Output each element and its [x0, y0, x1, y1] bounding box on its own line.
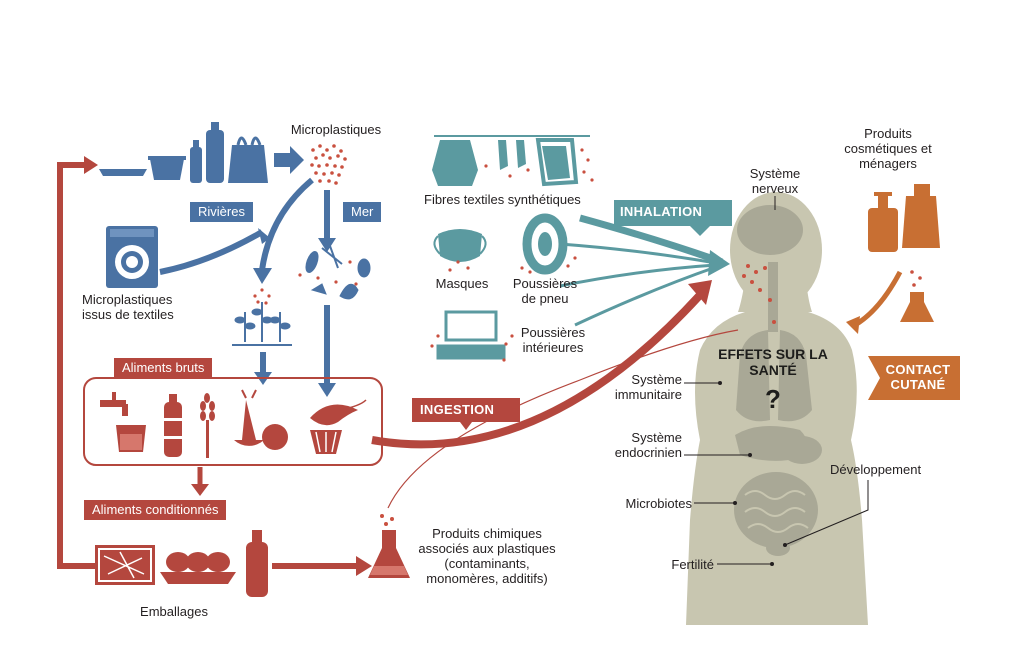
emballages-label: Emballages	[140, 604, 208, 619]
laundry-icon	[432, 135, 590, 187]
vegetables-icon	[234, 389, 288, 450]
organs	[734, 205, 822, 556]
flask-icon	[900, 270, 934, 322]
systeme-nerveux-label: Système nerveux	[749, 166, 801, 196]
detergent-icon	[902, 184, 940, 248]
tray-icon	[95, 545, 155, 585]
furniture-icon	[436, 310, 506, 360]
stomach	[782, 436, 822, 464]
microplastics-dots	[310, 144, 347, 185]
question-mark: ?	[765, 384, 781, 414]
aliments-conditionnes-badge: Aliments conditionnés	[84, 500, 227, 520]
aliments-bruts-badge: Aliments bruts	[114, 358, 213, 378]
microbiotes-label: Microbiotes	[625, 496, 692, 511]
contact-banner	[868, 356, 960, 400]
systeme-immunitaire-label: Système immunitaire	[614, 372, 682, 402]
rivieres-badge: Rivières	[190, 202, 253, 222]
trachea	[768, 262, 778, 332]
aliments-bruts-frame	[83, 377, 383, 466]
pump-bottle-icon	[868, 192, 898, 252]
fertilite-label: Fertilité	[671, 557, 714, 572]
poussieres-pneu-label: Poussières de pneu	[512, 276, 578, 306]
inhalation-arrows	[559, 214, 724, 327]
ingestion-label: INGESTION	[420, 402, 495, 417]
contact-cutane-label: CONTACT CUTANÉ	[885, 362, 951, 392]
bottle-icon	[246, 530, 268, 597]
poussieres-interieures-label: Poussières intérieures	[520, 325, 586, 355]
lung-right	[778, 330, 812, 422]
tire-icon	[522, 213, 568, 275]
seafood-icon	[310, 399, 367, 454]
contact-arrow	[846, 270, 903, 334]
lung-left	[736, 330, 770, 422]
micro-textiles-label: Microplastiques issus de textiles	[82, 292, 174, 322]
basket-icon	[148, 156, 186, 180]
masques-label: Masques	[435, 276, 489, 291]
flask-icon	[368, 514, 410, 578]
sea-life-icon	[305, 245, 371, 300]
produits-chimiques-label: Produits chimiques associés aux plastiqu…	[418, 526, 556, 586]
brain	[737, 205, 803, 255]
fibres-textiles-label: Fibres textiles synthétiques	[424, 192, 581, 207]
microplastiques-label: Microplastiques	[290, 122, 382, 137]
ingestion-arrow	[371, 280, 712, 449]
inhalation-banner	[614, 200, 732, 226]
bottles-icon	[190, 122, 224, 183]
water-bottle-icon	[164, 394, 182, 457]
developpement-label: Développement	[830, 462, 922, 477]
mer-badge: Mer	[343, 202, 382, 222]
food-tray-icon	[160, 552, 236, 584]
systeme-endocrinien-label: Système endocrinien	[614, 430, 682, 460]
bag-icon	[228, 136, 268, 183]
wheat-icon	[200, 393, 215, 458]
plate-icon	[99, 169, 147, 176]
effets-sante-label: EFFETS SUR LA SANTÉ	[718, 346, 828, 378]
bladder	[766, 540, 790, 556]
plant-icon	[232, 302, 292, 346]
mask-icon	[433, 229, 487, 262]
tap-water-icon	[100, 392, 146, 452]
washing-machine-icon	[106, 226, 158, 288]
inhalation-label: INHALATION	[620, 204, 703, 219]
ingestion-banner	[412, 398, 520, 430]
produits-cosmetiques-label: Produits cosmétiques et ménagers	[844, 126, 932, 171]
